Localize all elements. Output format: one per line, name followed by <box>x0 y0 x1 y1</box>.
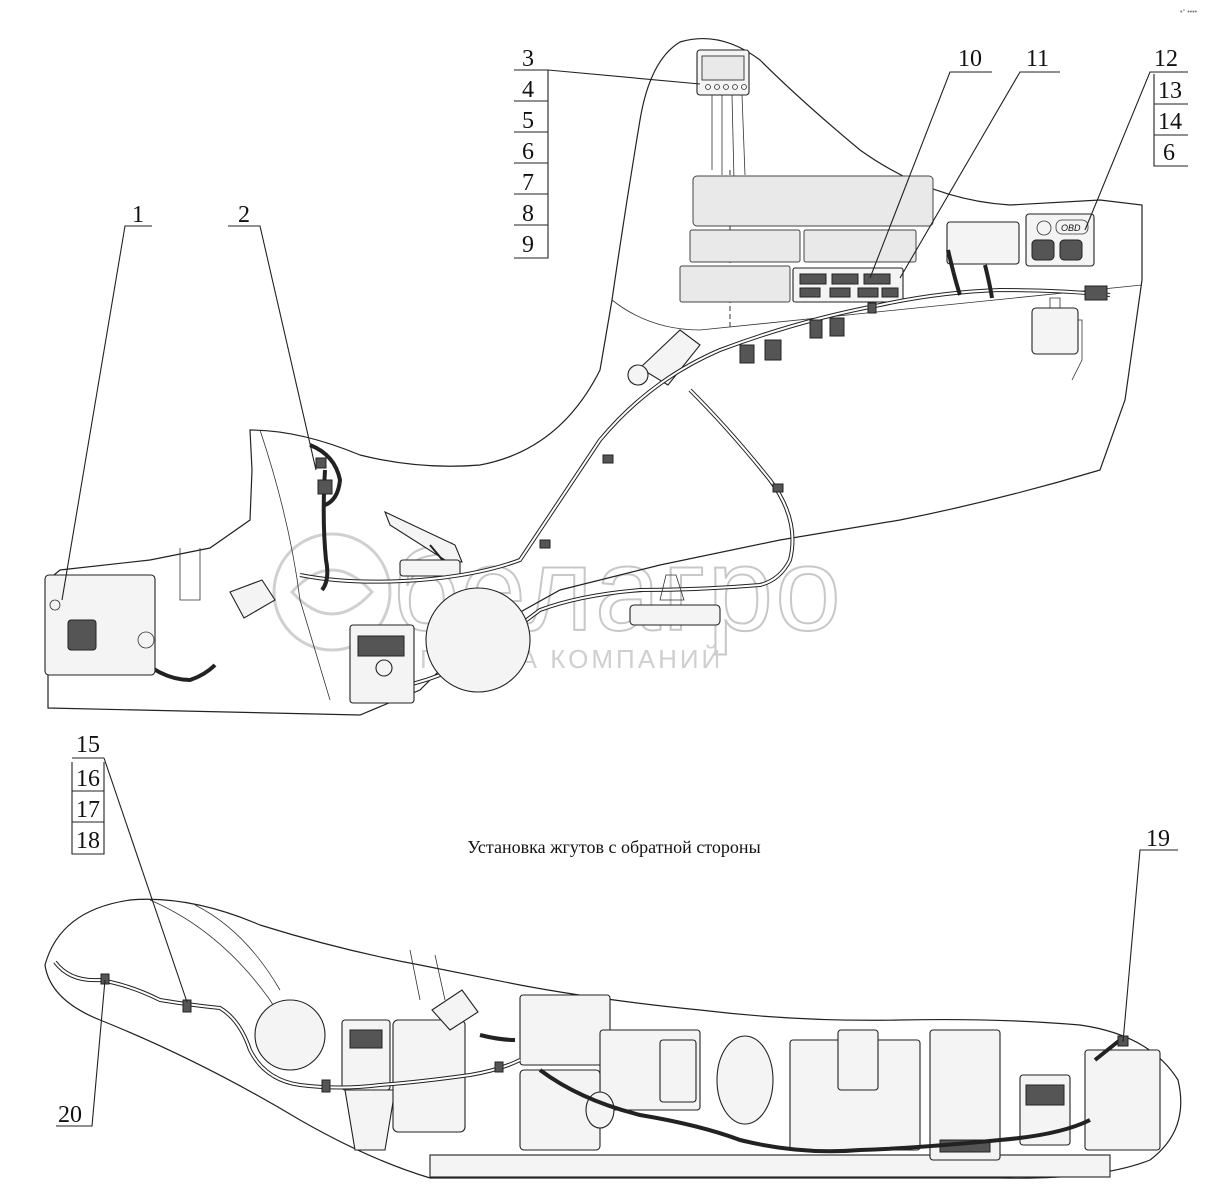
lower-callouts: 15 16 17 18 19 20 <box>56 732 1178 1128</box>
upper-callouts: 1 2 3 4 5 6 7 8 9 10 11 12 13 14 <box>61 46 1188 601</box>
callout-17: 17 <box>76 797 100 823</box>
callout-10: 10 <box>958 46 982 72</box>
callout-16: 16 <box>76 766 100 792</box>
upper-view: OBD <box>44 37 1143 716</box>
callout-11: 11 <box>1026 46 1049 72</box>
callout-7: 7 <box>522 170 534 196</box>
callout-14: 14 <box>1158 109 1182 135</box>
obd-label: OBD <box>1061 223 1081 233</box>
callout-6-right: 6 <box>1163 140 1175 166</box>
callout-stack-3-9: 3 4 5 6 7 8 9 <box>514 46 701 259</box>
callout-2: 2 <box>238 202 250 228</box>
callout-19: 19 <box>1146 826 1170 852</box>
callout-12: 12 <box>1154 46 1178 72</box>
callout-8: 8 <box>522 201 534 227</box>
corner-mark: •° •••• <box>1180 8 1198 16</box>
callout-4: 4 <box>522 77 534 103</box>
lower-view <box>44 898 1182 1179</box>
module-right <box>1031 307 1079 355</box>
callout-20: 20 <box>58 1102 82 1128</box>
callout-13: 13 <box>1158 78 1182 104</box>
callout-9: 9 <box>522 232 534 258</box>
callout-6: 6 <box>522 139 534 165</box>
callout-stack-15-18: 15 16 17 18 <box>71 732 188 1003</box>
rear-view-caption: Установка жгутов с обратной стороны <box>467 837 760 857</box>
callout-stack-12-6: 12 13 14 6 <box>1084 46 1188 231</box>
callout-5: 5 <box>522 108 534 134</box>
callout-18: 18 <box>76 828 100 854</box>
callout-1: 1 <box>132 202 144 228</box>
callout-15: 15 <box>76 732 100 758</box>
callout-3: 3 <box>522 46 534 72</box>
relay-box <box>946 221 1020 265</box>
